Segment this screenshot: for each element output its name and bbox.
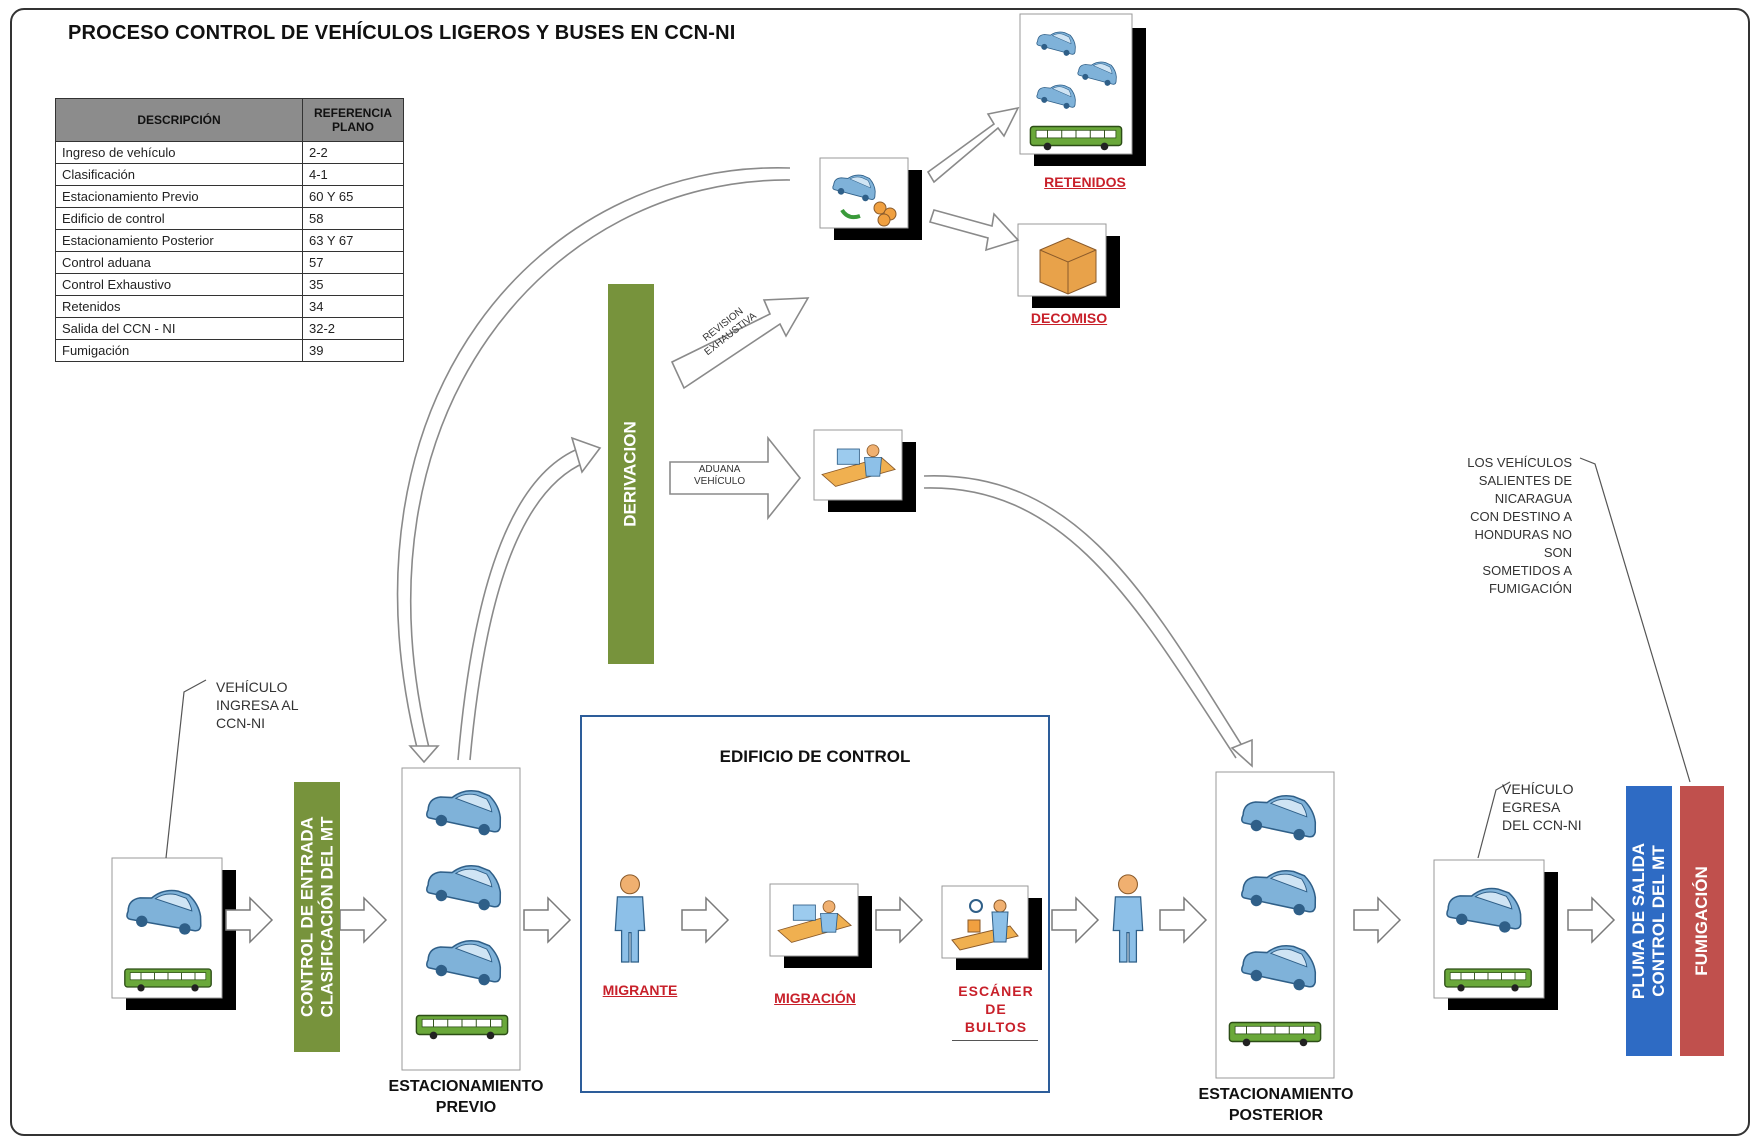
callout-fumigacion xyxy=(1579,457,1691,783)
table-header-description: DESCRIPCIÓN xyxy=(55,98,303,142)
table-header-reference: REFERENCIA PLANO xyxy=(302,98,404,142)
derivacion-bar: DERIVACION xyxy=(608,284,654,664)
est-previo-label: ESTACIONAMIENTO PREVIO xyxy=(388,1078,544,1116)
flow-arrow-8 xyxy=(1353,897,1401,943)
retenidos-label: RETENIDOS xyxy=(1044,174,1126,190)
escaner-underline xyxy=(952,1040,1038,1041)
escaner-card xyxy=(941,885,1042,970)
table-cell-description: Edificio de control xyxy=(55,207,303,230)
retenidos-card xyxy=(1019,13,1146,166)
aduana-card xyxy=(813,429,916,512)
diagram-title: PROCESO CONTROL DE VEHÍCULOS LIGEROS Y B… xyxy=(68,22,736,44)
aduana-vehiculo-label: ADUANA VEHÍCULO xyxy=(694,464,746,487)
flow-arrow-9 xyxy=(1567,897,1615,943)
table-cell-description: Fumigación xyxy=(55,339,303,362)
parking-previo-card xyxy=(401,767,521,1071)
escaner-label: ESCÁNER DE BULTOS xyxy=(958,983,1034,1035)
fumigacion-bar: FUMIGACIÓN xyxy=(1680,786,1724,1056)
fumigacion-label: FUMIGACIÓN xyxy=(1692,866,1712,976)
migracion-label: MIGRACIÓN xyxy=(774,990,856,1006)
flow-arrow-6 xyxy=(1051,897,1099,943)
table-cell-description: Estacionamiento Posterior xyxy=(55,229,303,252)
diagram-frame xyxy=(10,8,1750,1136)
note-fumigacion: LOS VEHÍCULOS SALIENTES DE NICARAGUA CON… xyxy=(1467,455,1572,596)
flow-arrow-7 xyxy=(1159,897,1207,943)
migracion-card xyxy=(769,883,872,968)
edificio-control-box xyxy=(580,715,1050,1093)
decomiso-label: DECOMISO xyxy=(1030,310,1108,326)
note-vehiculo-egresa: VEHÍCULO EGRESA DEL CCN-NI xyxy=(1502,781,1582,833)
curve-to-revision xyxy=(396,167,791,764)
est-posterior-label: ESTACIONAMIENTO POSTERIOR xyxy=(1198,1086,1354,1124)
parking-posterior-card xyxy=(1215,771,1335,1079)
callout-egresa xyxy=(1477,781,1511,859)
pluma-salida-label: PLUMA DE SALIDA CONTROL DEL MT xyxy=(1629,842,1668,1000)
arrow-aduana-vehiculo xyxy=(669,435,802,521)
arrow-revision-exhaustiva xyxy=(670,297,810,390)
flow-arrow-3 xyxy=(523,897,571,943)
arrow-to-decomiso xyxy=(928,209,1020,252)
migrante-label: MIGRANTE xyxy=(602,982,678,998)
person-after-scanner-icon xyxy=(1112,874,1144,963)
flow-arrow-2 xyxy=(339,897,387,943)
entry-vehicle-card xyxy=(111,857,236,1010)
decomiso-card xyxy=(1017,223,1120,308)
table-cell-description: Control Exhaustivo xyxy=(55,273,303,296)
arrow-to-retenidos xyxy=(926,106,1020,184)
table-cell-description: Ingreso de vehículo xyxy=(55,141,303,164)
revision-card xyxy=(819,157,922,240)
table-cell-description: Estacionamiento Previo xyxy=(55,185,303,208)
reference-table: DESCRIPCIÓN REFERENCIA PLANO Ingreso de … xyxy=(55,98,404,362)
curve-to-posterior xyxy=(923,475,1253,768)
edificio-control-title: EDIFICIO DE CONTROL xyxy=(719,747,911,766)
curve-to-derivacion xyxy=(457,436,602,761)
control-entrada-label: CONTROL DE ENTRADA CLASIFICACIÓN DEL MT xyxy=(297,816,337,1018)
derivacion-label: DERIVACION xyxy=(621,421,641,527)
exit-vehicle-card xyxy=(1433,859,1558,1010)
callout-ingresa xyxy=(165,679,207,859)
table-cell-reference: 39 xyxy=(302,339,404,362)
control-entrada-bar: CONTROL DE ENTRADA CLASIFICACIÓN DEL MT xyxy=(294,782,340,1052)
note-vehiculo-ingresa: VEHÍCULO INGRESA AL CCN-NI xyxy=(216,679,299,731)
pluma-salida-bar: PLUMA DE SALIDA CONTROL DEL MT xyxy=(1626,786,1672,1056)
